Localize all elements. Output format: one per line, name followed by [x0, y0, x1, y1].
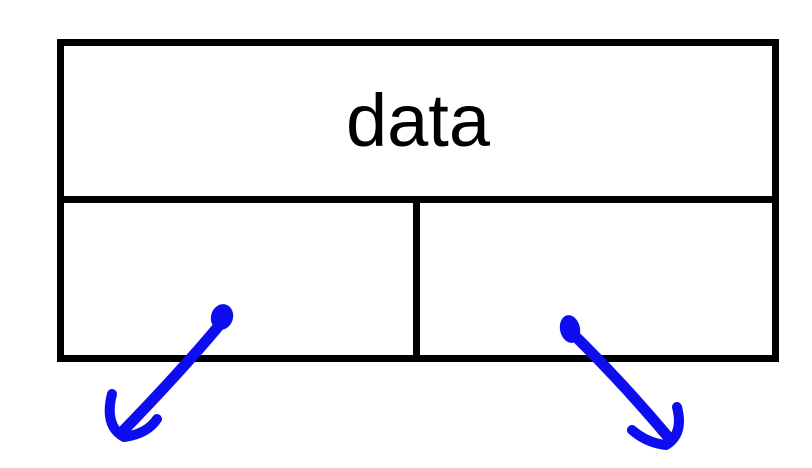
- data-cell: data: [64, 46, 772, 203]
- left-arrow-head: [104, 389, 162, 442]
- left-arrow-shaft: [118, 316, 228, 436]
- arrow-down-left-icon: [104, 304, 234, 442]
- arrow-down-right-icon: [559, 315, 684, 450]
- node-box: data: [57, 39, 779, 362]
- data-label: data: [345, 79, 491, 162]
- right-arrow-shaft: [565, 326, 675, 444]
- pointer-row: [64, 203, 772, 355]
- left-pointer-cell: [64, 203, 420, 355]
- right-arrow-head: [627, 402, 684, 450]
